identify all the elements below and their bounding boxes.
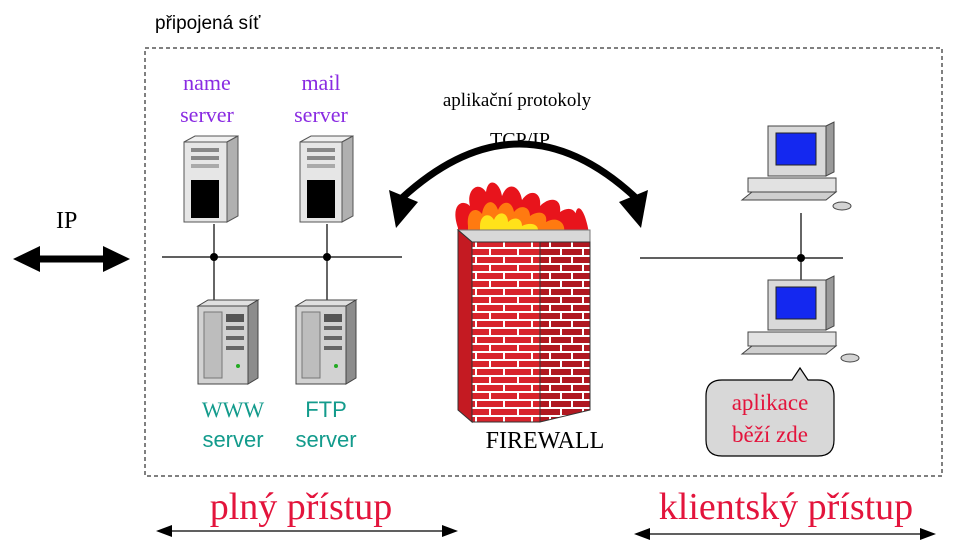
client-access-arrow [634,528,936,540]
ftp-server-icon [294,299,358,385]
mail-server-icon [299,135,354,223]
mail-server-line2: server [294,102,348,127]
client-access-label: klientský přístup [659,486,913,528]
callout-line1: aplikace [732,390,809,415]
ftp-server-line2: server [295,427,356,452]
firewall-label: FIREWALL [486,428,605,454]
network-label: připojená síť [155,13,261,34]
ip-label: IP [56,208,77,234]
firewall-icon [455,182,591,424]
name-server-line2: server [180,102,234,127]
full-access-arrow [156,525,458,537]
protocol-arc-arrow [399,140,639,201]
right-lan-bus [640,213,843,286]
ip-arrow [13,246,130,272]
ftp-server-line1: FTP [305,397,347,422]
mail-server-line1: mail [301,70,340,95]
name-server-icon [183,135,239,223]
protocols-label: aplikační protokoly [443,90,592,111]
client-pc-bottom-icon [740,275,860,363]
tcpip-label: TCP/IP [490,129,550,151]
left-lan-bus [162,224,402,300]
network-boundary [144,47,943,477]
www-server-line2: server [202,427,263,452]
full-access-label: plný přístup [210,486,393,528]
app-runs-here-callout [705,366,835,457]
www-server-icon [196,299,260,385]
www-server-line1: WWW [202,397,265,422]
name-server-line1: name [183,70,231,95]
client-pc-top-icon [740,121,852,211]
callout-line2: běží zde [732,422,808,447]
